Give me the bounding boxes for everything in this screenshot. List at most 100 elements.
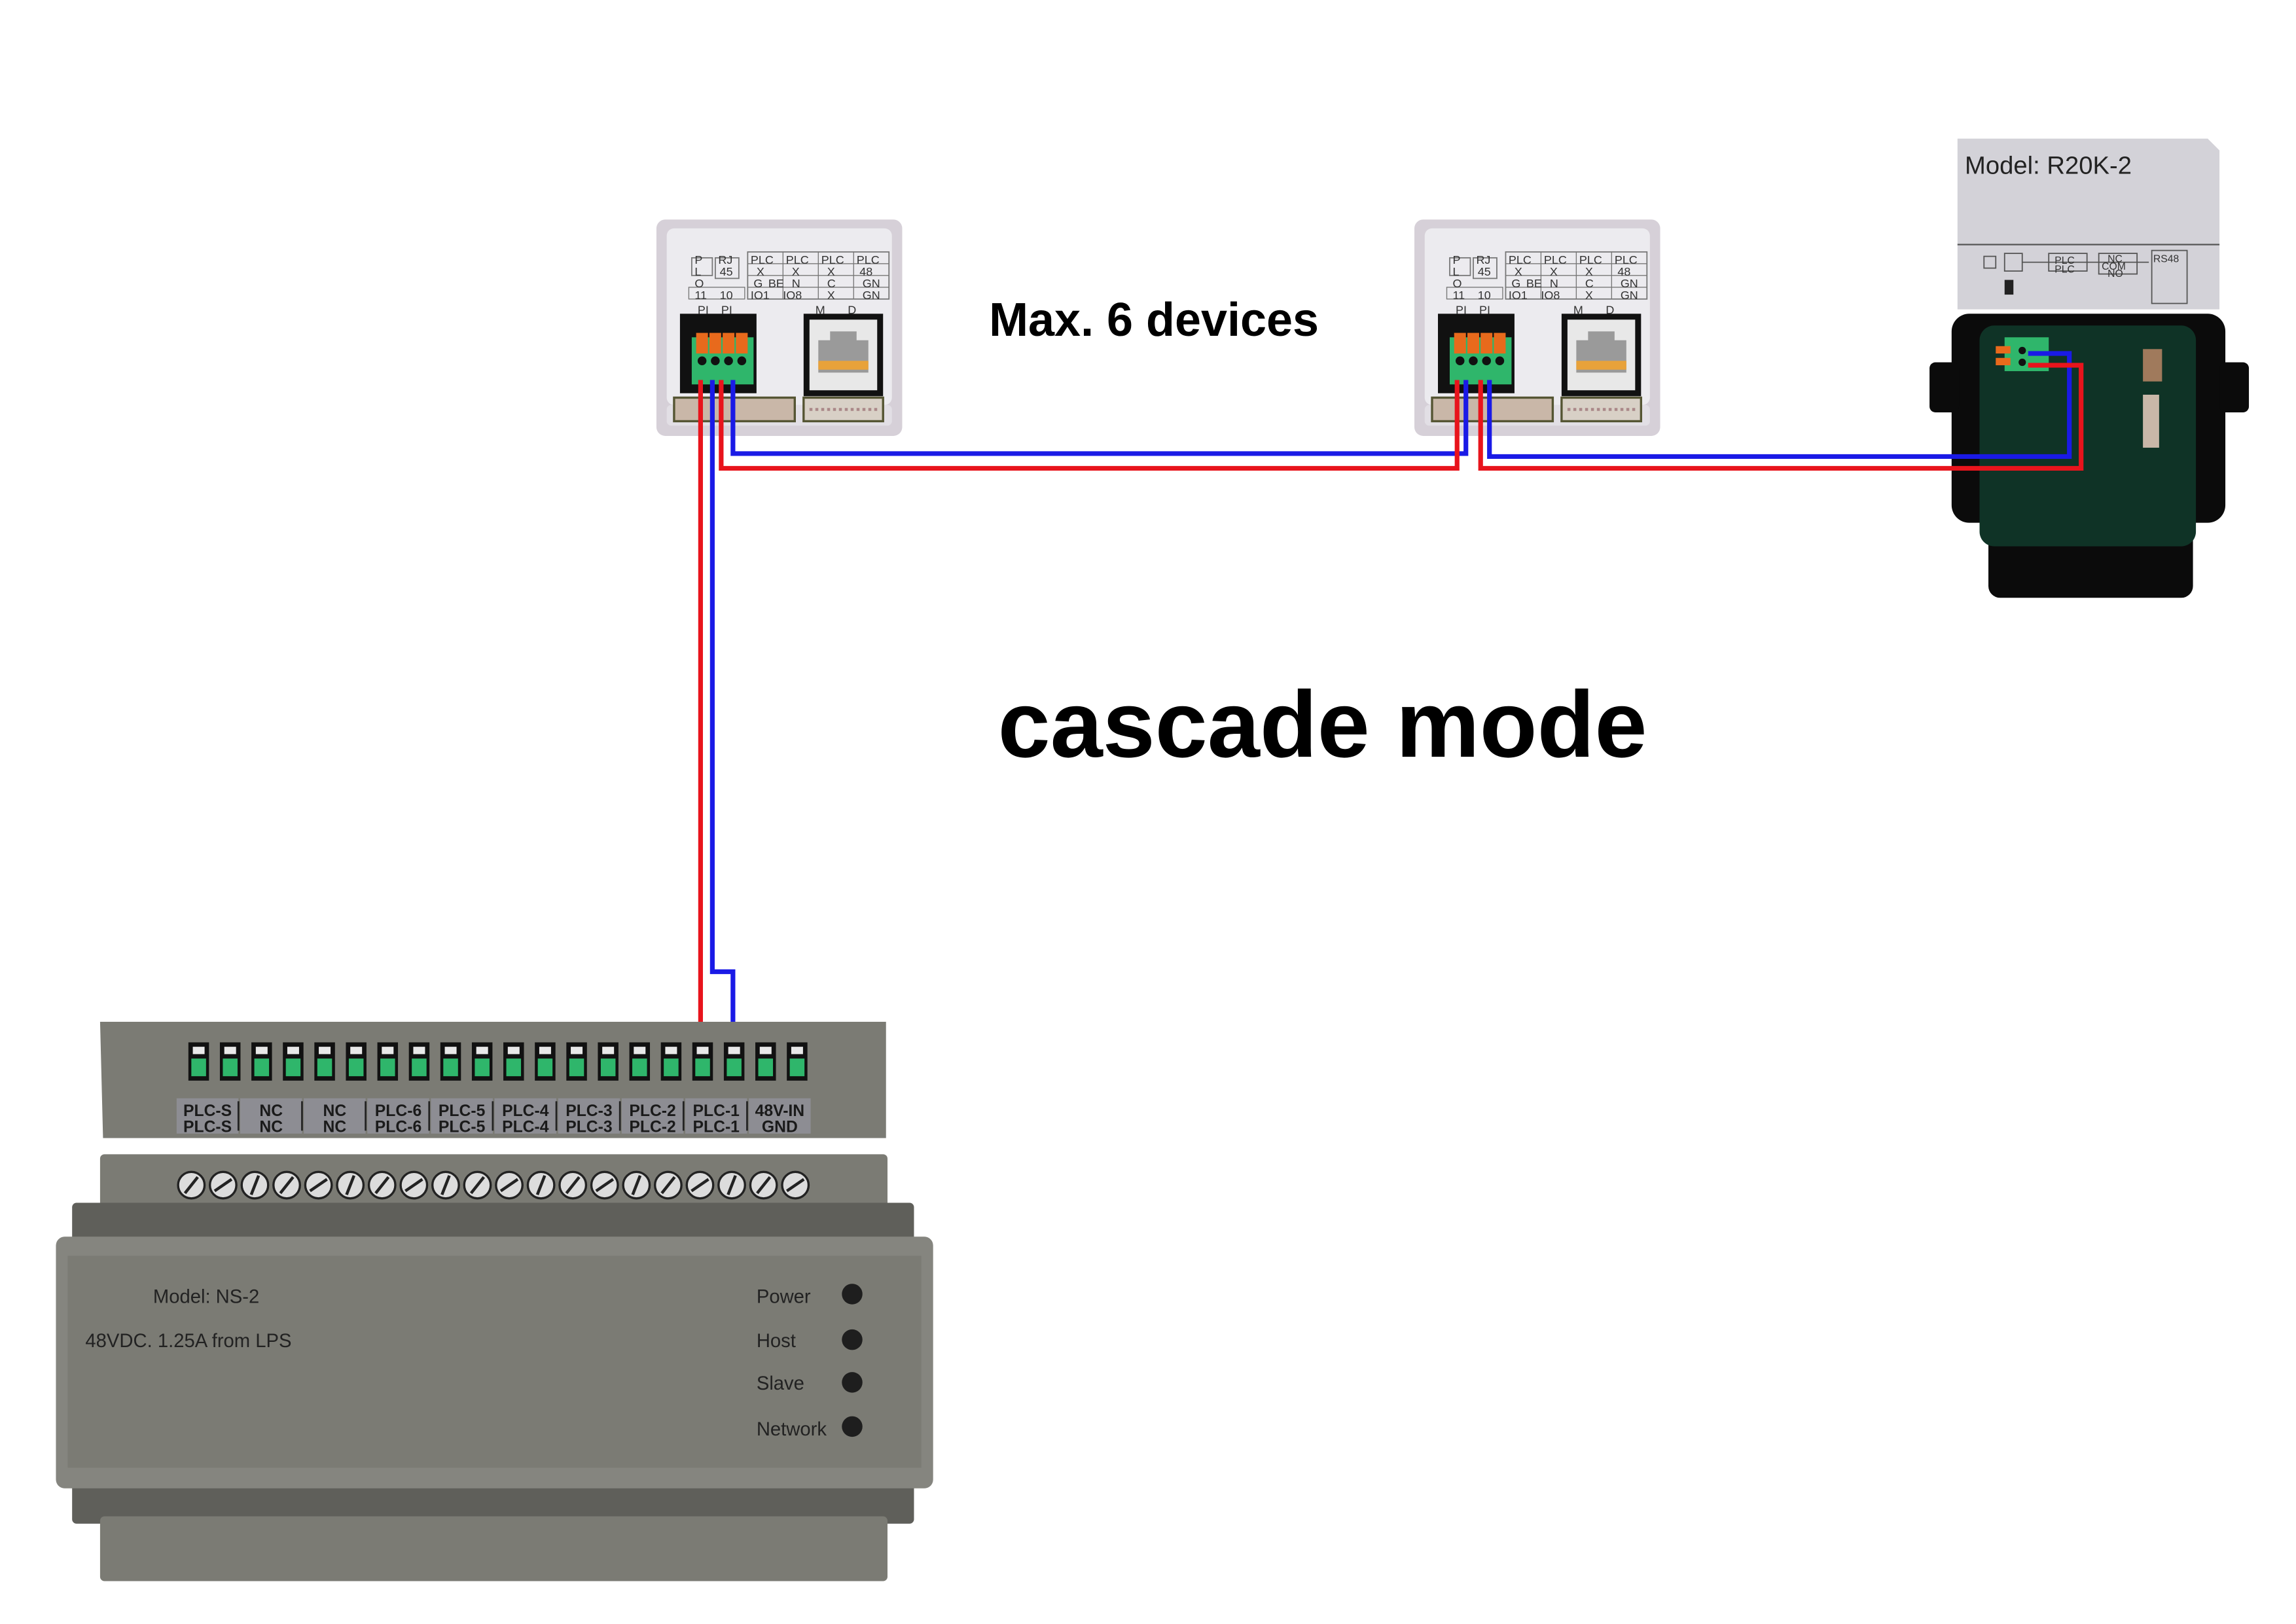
- ns2-terminal-label-bottom: PLC-4: [502, 1119, 549, 1136]
- panel1-label-x4: X: [827, 289, 835, 302]
- panel1-label-gn: GN: [863, 277, 880, 290]
- ns2-terminal-socket: [660, 1042, 682, 1081]
- indicator-host-label: Host: [757, 1331, 796, 1352]
- ns2-controller: PLC-SPLC-SNCNCNCNCPLC-6PLC-6PLC-5PLC-5PL…: [56, 1021, 933, 1581]
- ns2-terminal-socket: [692, 1042, 713, 1081]
- ns2-terminal-socket: [440, 1042, 461, 1081]
- ns2-terminal-socket: [346, 1042, 367, 1081]
- mode-title: cascade mode: [998, 672, 1647, 777]
- ns2-terminal-socket: [408, 1042, 430, 1081]
- panel2-label-be: BE: [1526, 277, 1542, 290]
- panel1-label-plc1: PLC: [751, 253, 774, 266]
- ns2-screw-strip: [99, 1154, 888, 1214]
- wire-blue-panel2-to-r20k: [1487, 351, 2072, 460]
- ns2-terminal-labels: PLC-SPLC-SNCNCNCNCPLC-6PLC-6PLC-5PLC-5PL…: [176, 1098, 811, 1136]
- panel2-label-plc4: PLC: [1615, 253, 1638, 266]
- device-panel-1-labels: P RJ PLC PLC PLC PLC L 45 X X X 48 O G B…: [694, 253, 880, 316]
- panel2-label-plc1: PLC: [1509, 253, 1532, 266]
- panel2-label-pi1: PI: [1456, 303, 1467, 316]
- panel1-label-plc3: PLC: [821, 253, 844, 266]
- ns2-screw: [495, 1170, 524, 1200]
- ns2-terminal-socket: [566, 1042, 587, 1081]
- ns2-screw: [558, 1170, 588, 1200]
- panel2-label-io1: IO1: [1509, 289, 1528, 302]
- panel2-label-11: 11: [1452, 289, 1465, 302]
- panel1-label-pi2: PI: [721, 303, 732, 316]
- panel1-label-plc4: PLC: [857, 253, 880, 266]
- ns2-terminal-socket: [283, 1042, 304, 1081]
- ns2-terminal-socket: [188, 1042, 209, 1081]
- ns2-terminal-label-bottom: PLC-2: [629, 1119, 675, 1136]
- ns2-screw: [431, 1170, 460, 1200]
- panel2-label-g: G: [1511, 277, 1520, 290]
- panel1-label-10: 10: [720, 289, 733, 302]
- ns2-lower-rail: [72, 1479, 914, 1524]
- panel2-label-gn: GN: [1621, 277, 1638, 290]
- r20k-mini-rs48: RS48: [2153, 254, 2179, 265]
- indicator-network-led: [842, 1416, 863, 1437]
- r20k-right-tab: [2219, 362, 2250, 412]
- ns2-screw: [749, 1170, 778, 1200]
- indicator-power-label: Power: [757, 1286, 811, 1307]
- ns2-terminal-socket: [503, 1042, 524, 1081]
- ns2-screw: [177, 1170, 206, 1200]
- panel1-label-x3: X: [827, 265, 835, 278]
- ns2-terminal-sockets: [188, 1042, 808, 1081]
- panel2-label-plc2: PLC: [1544, 253, 1567, 266]
- ns2-screw: [272, 1170, 301, 1200]
- panel2-label-l: L: [1452, 265, 1459, 278]
- panel1-label-pi1: PI: [698, 303, 709, 316]
- panel2-label-plc3: PLC: [1579, 253, 1602, 266]
- panel1-label-rj: RJ: [718, 253, 732, 266]
- ns2-screw: [208, 1170, 238, 1200]
- panel2-label-pi2: PI: [1479, 303, 1490, 316]
- ns2-model-label: Model: NS-2: [153, 1286, 259, 1307]
- ns2-terminal-label-bottom: NC: [259, 1119, 283, 1136]
- r20k-mini-schematic: PLC PLC NC COM NO RS48: [1983, 249, 2188, 304]
- ns2-terminal-label-bottom: PLC-5: [439, 1119, 486, 1136]
- r20k-connector: [2143, 349, 2162, 382]
- ns2-terminal-label-bottom: NC: [323, 1119, 347, 1136]
- r20k-mini-plc2: PLC: [2054, 264, 2075, 275]
- panel2-label-n: N: [1550, 277, 1558, 290]
- panel1-label-io1: IO1: [751, 289, 770, 302]
- indicator-slave-label: Slave: [757, 1373, 804, 1394]
- panel2-label-x3: X: [1585, 265, 1593, 278]
- ns2-terminal-socket: [535, 1042, 556, 1081]
- panel1-label-x2: X: [792, 265, 800, 278]
- panel1-label-l: L: [694, 265, 701, 278]
- panel2-label-m: M: [1573, 303, 1583, 316]
- indicator-host-led: [842, 1329, 863, 1350]
- ns2-bottom-block: [99, 1516, 888, 1581]
- ns2-screw: [717, 1170, 746, 1200]
- ns2-terminal-label-top: PLC-1: [693, 1102, 740, 1120]
- ns2-screw: [590, 1170, 619, 1200]
- panel1-label-g: G: [753, 277, 762, 290]
- ns2-screw: [336, 1170, 365, 1200]
- ns2-terminal-label-top: PLC-4: [502, 1102, 549, 1120]
- device-panel-2-labels: P RJ PLC PLC PLC PLC L 45 X X X 48 O G B…: [1452, 253, 1638, 316]
- ns2-terminal-label-top: PLC-3: [565, 1102, 612, 1120]
- wire-red-panel2-to-r20k: [1478, 363, 2084, 471]
- ns2-screw-row: [177, 1170, 810, 1200]
- wiring: [698, 351, 2084, 1053]
- indicator-network-label: Network: [757, 1419, 827, 1440]
- indicator-slave-led: [842, 1372, 863, 1393]
- panel1-label-plc2: PLC: [786, 253, 809, 266]
- r20k-label-card: [1957, 138, 2220, 310]
- panel2-label-gn2: GN: [1621, 289, 1638, 302]
- ns2-terminal-socket: [219, 1042, 241, 1081]
- panel1-label-gn2: GN: [863, 289, 880, 302]
- panel1-label-m: M: [816, 303, 825, 316]
- panel1-label-io8: IO8: [783, 289, 802, 302]
- panel1-label-48: 48: [859, 265, 872, 278]
- r20k-device: Model: R20K-2 PLC PLC NC COM NO RS48: [1929, 138, 2250, 598]
- ns2-terminal-label-top: NC: [259, 1102, 283, 1120]
- r20k-mini-com: COM: [2102, 261, 2126, 272]
